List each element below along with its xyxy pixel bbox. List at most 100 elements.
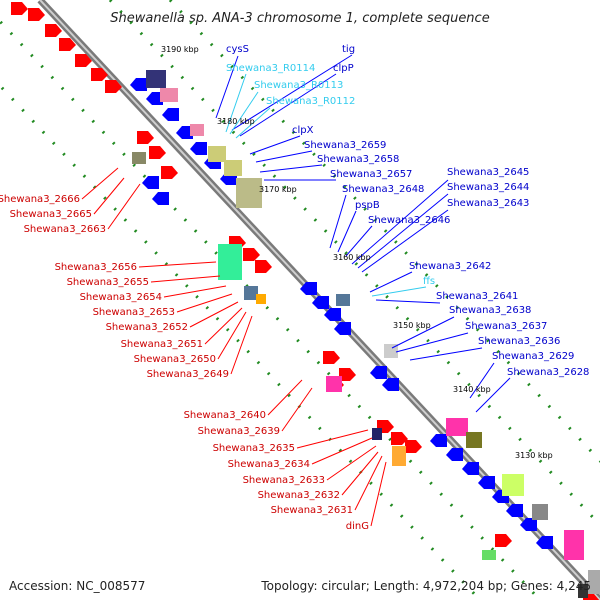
gene-arrow[interactable] [176,126,193,139]
gene-block[interactable] [326,376,342,392]
gene-label[interactable]: Shewana3_2651 [121,339,203,350]
gene-block[interactable] [244,286,258,300]
gene-arrow[interactable] [162,108,179,121]
gene-arrow[interactable] [462,462,479,475]
gene-arrow[interactable] [300,282,317,295]
gene-label[interactable]: dinG [346,521,369,532]
gene-label[interactable]: Shewana3_2663 [24,224,106,235]
gene-block[interactable] [208,146,226,162]
gene-block[interactable] [446,418,468,436]
gene-label[interactable]: Shewana3_2648 [342,184,424,195]
gene-label[interactable]: clpX [292,125,314,136]
gene-block[interactable] [564,530,584,560]
gene-label[interactable]: Shewana3_2633 [243,475,325,486]
gene-label[interactable]: Shewana3_2635 [213,443,295,454]
gene-label[interactable]: Shewana3_2631 [271,505,353,516]
gene-block[interactable] [224,160,242,176]
gene-label[interactable]: Shewana3_2646 [368,215,450,226]
gene-label[interactable]: Shewana3_2653 [93,307,175,318]
gene-label[interactable]: Shewana3_2659 [304,140,386,151]
gene-arrow[interactable] [45,24,62,37]
gene-arrow[interactable] [334,322,351,335]
gene-label[interactable]: Shewana3_2641 [436,291,518,302]
gene-label[interactable]: Shewana3_2629 [492,351,574,362]
gene-arrow[interactable] [312,296,329,309]
gene-block[interactable] [190,124,204,136]
gene-arrow[interactable] [391,432,408,445]
gene-label[interactable]: Shewana3_2665 [10,209,92,220]
gene-label[interactable]: clpP [333,63,354,74]
gene-label[interactable]: Shewana3_2649 [147,369,229,380]
gene-arrow[interactable] [91,68,108,81]
gene-arrow[interactable] [130,78,147,91]
gene-label[interactable]: Shewana3_R0113 [254,80,343,91]
gene-block[interactable] [578,584,588,598]
gene-arrow[interactable] [142,176,159,189]
gene-block[interactable] [146,70,166,88]
gene-label[interactable]: Shewana3_2666 [0,194,80,205]
gene-block[interactable] [482,550,496,560]
gene-label[interactable]: Shewana3_2650 [134,354,216,365]
gene-arrow[interactable] [324,308,341,321]
gene-arrow[interactable] [382,378,399,391]
gene-label[interactable]: Shewana3_2639 [198,426,280,437]
gene-label[interactable]: Shewana3_2643 [447,198,529,209]
gene-arrow[interactable] [11,2,28,15]
gene-arrow[interactable] [243,248,260,261]
gene-arrow[interactable] [146,92,163,105]
gene-label[interactable]: Shewana3_2638 [449,305,531,316]
gene-label[interactable]: Shewana3_R0112 [266,96,355,107]
gene-block[interactable] [502,474,524,496]
gene-arrow[interactable] [28,8,45,21]
gene-arrow[interactable] [152,192,169,205]
gene-arrow[interactable] [495,534,512,547]
gene-block[interactable] [236,178,262,208]
gene-label[interactable]: Shewana3_2656 [55,262,137,273]
gene-block[interactable] [256,294,266,304]
gene-arrow[interactable] [105,80,122,93]
gene-arrow[interactable] [75,54,92,67]
gene-block[interactable] [160,88,178,102]
gene-label[interactable]: Shewana3_2634 [228,459,310,470]
gene-block[interactable] [392,446,406,466]
gene-label[interactable]: Shewana3_2640 [184,410,266,421]
gene-label[interactable]: Shewana3_2642 [409,261,491,272]
gene-arrow[interactable] [149,146,166,159]
gene-arrow[interactable] [323,351,340,364]
gene-block[interactable] [532,504,548,520]
gene-label[interactable]: cysS [226,44,249,55]
gene-arrow[interactable] [446,448,463,461]
gene-arrow[interactable] [59,38,76,51]
gene-label[interactable]: Shewana3_2655 [67,277,149,288]
gene-label[interactable]: Shewana3_2658 [317,154,399,165]
gene-block[interactable] [218,244,242,280]
gene-arrow[interactable] [405,440,422,453]
gene-block[interactable] [588,570,600,594]
gene-block[interactable] [384,344,398,358]
gene-arrow[interactable] [137,131,154,144]
gene-arrow[interactable] [255,260,272,273]
gene-label[interactable]: Shewana3_2652 [106,322,188,333]
gene-arrow[interactable] [536,536,553,549]
gene-label[interactable]: Shewana3_2628 [507,367,589,378]
gene-label[interactable]: Shewana3_2645 [447,167,529,178]
gene-block[interactable] [372,428,382,440]
gene-block[interactable] [336,294,350,306]
gene-label[interactable]: Shewana3_2636 [478,336,560,347]
gene-arrow[interactable] [430,434,447,447]
gene-label[interactable]: Shewana3_2644 [447,182,529,193]
gene-arrow[interactable] [520,518,537,531]
gene-arrow[interactable] [506,504,523,517]
gene-block[interactable] [466,432,482,448]
gene-label[interactable]: Shewana3_2632 [258,490,340,501]
gene-arrow[interactable] [339,368,356,381]
gene-label[interactable]: Shewana3_2654 [80,292,162,303]
gene-label[interactable]: ffs [423,276,435,287]
gene-arrow[interactable] [478,476,495,489]
gene-label[interactable]: Shewana3_2657 [330,169,412,180]
gene-label[interactable]: Shewana3_R0114 [226,63,315,74]
gene-label[interactable]: tig [342,44,355,55]
gene-arrow[interactable] [190,142,207,155]
gene-arrow[interactable] [161,166,178,179]
gene-block[interactable] [132,152,146,164]
